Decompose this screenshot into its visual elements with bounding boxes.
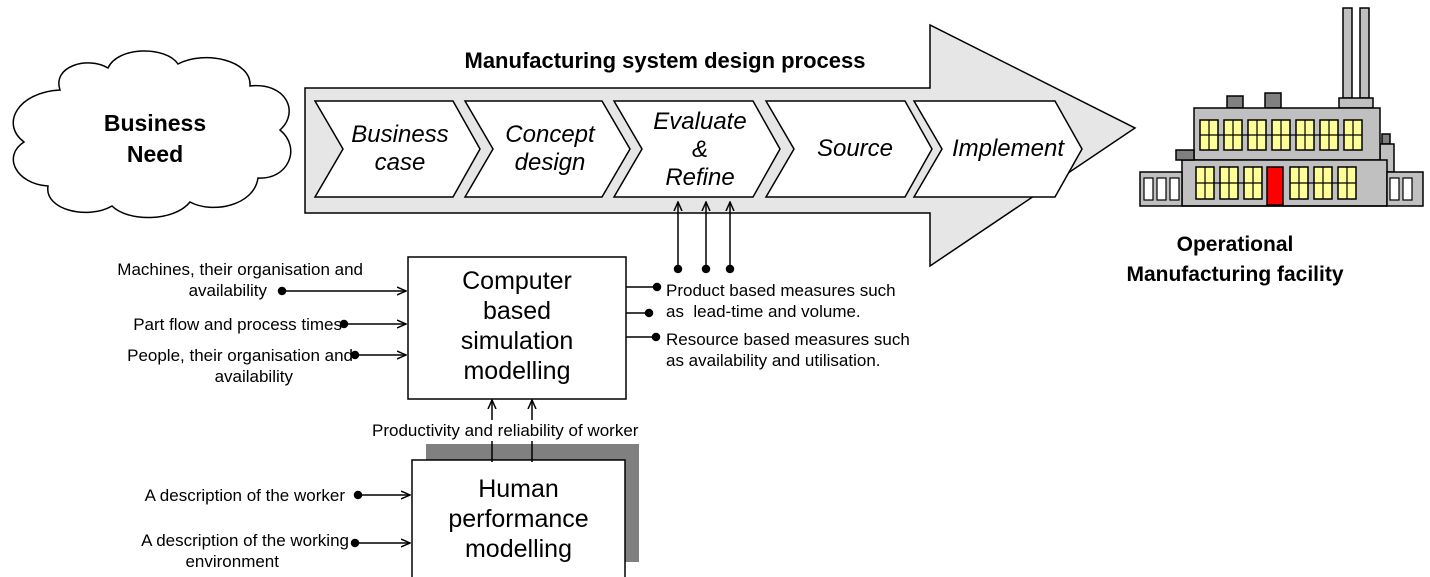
stage-evaluate-refine-label: Evaluate & Refine	[635, 108, 765, 192]
simulation-output-lines	[626, 282, 662, 342]
business-need-label: Business Need	[70, 108, 240, 170]
stage-source-line1: Source	[816, 135, 894, 162]
chevron-source	[764, 100, 933, 198]
output-product-line2: as lead-time and volume.	[666, 302, 861, 321]
factory-door	[1266, 166, 1284, 206]
chevron-implement	[912, 100, 1083, 198]
stage-business-case-label: Business case	[335, 121, 465, 177]
simulation-line4: modelling	[463, 357, 571, 385]
diagram-title: Manufacturing system design process	[464, 48, 866, 73]
input-machines-line2: availability	[188, 281, 267, 300]
human-line2: performance	[448, 505, 589, 533]
simulation-line3: simulation	[460, 327, 574, 355]
human-line1: Human	[478, 475, 559, 503]
stage-business-case-line1: Business	[351, 121, 449, 148]
input-machines-line1: Machines, their organisation and	[117, 260, 363, 279]
business-need-line2: Need	[126, 141, 184, 167]
output-product-line1: Product based measures such	[666, 281, 896, 300]
human-box	[411, 459, 626, 577]
output-resource-line2: as availability and utilisation.	[666, 351, 881, 370]
facility-line1: Operational	[1176, 233, 1294, 256]
stage-chevrons	[313, 100, 1083, 198]
output-resource-measures-label: Resource based measures such as availabi…	[666, 329, 976, 371]
chimney-right	[1359, 7, 1370, 99]
feedback-arrows	[675, 202, 734, 274]
facility-label: Operational Manufacturing facility	[1090, 230, 1380, 290]
chevron-business-case	[313, 100, 481, 198]
input-worker-description-label: A description of the worker	[20, 485, 345, 506]
simulation-input-arrows	[277, 288, 407, 359]
stage-concept-design-line2: design	[514, 149, 586, 176]
stage-evaluate-refine-line1: Evaluate	[653, 108, 747, 135]
facility-line2: Manufacturing facility	[1126, 263, 1344, 286]
output-resource-line1: Resource based measures such	[666, 330, 910, 349]
output-product-measures-label: Product based measures such as lead-time…	[666, 280, 966, 322]
worker-link-label: Productivity and reliability of worker	[372, 420, 712, 441]
stage-evaluate-refine-line3: Refine	[665, 164, 735, 191]
input-part-flow-label: Part flow and process times	[20, 314, 342, 335]
input-environment-line2: environment	[185, 552, 279, 571]
human-line3: modelling	[464, 535, 572, 563]
chevron-evaluate-refine	[612, 100, 781, 198]
stage-concept-design-label: Concept design	[485, 121, 615, 177]
stage-implement-line1: Implement	[951, 135, 1065, 162]
business-need-cloud	[12, 50, 292, 219]
input-environment-line1: A description of the working	[141, 531, 349, 550]
input-environment-description-label: A description of the working environment	[20, 530, 349, 572]
stage-business-case-line2: case	[374, 149, 426, 176]
factory-side-vents	[1143, 177, 1413, 201]
human-box-label: Human performance modelling	[412, 474, 625, 564]
input-machines-label: Machines, their organisation and availab…	[20, 259, 363, 301]
input-people-label: People, their organisation and availabil…	[20, 345, 353, 387]
stage-evaluate-refine-line2: &	[691, 136, 708, 163]
simulation-box-label: Computer based simulation modelling	[408, 266, 626, 386]
input-part-flow-line1: Part flow and process times	[133, 315, 342, 334]
factory-window-bars	[1196, 120, 1362, 199]
chevron-concept-design	[463, 100, 631, 198]
simulation-line1: Computer	[462, 267, 572, 295]
business-need-line1: Business	[103, 110, 207, 136]
stage-implement-label: Implement	[938, 135, 1078, 163]
simulation-box	[407, 256, 627, 400]
input-people-line2: availability	[214, 367, 293, 386]
human-input-arrows	[350, 492, 411, 547]
stage-source-label: Source	[790, 135, 920, 163]
simulation-line2: based	[482, 297, 552, 325]
input-people-line1: People, their organisation and	[127, 346, 353, 365]
factory-icon	[1139, 7, 1424, 207]
stage-concept-design-line1: Concept	[505, 121, 595, 148]
chimney-left	[1342, 7, 1353, 99]
input-worker-line1: A description of the worker	[144, 486, 345, 505]
